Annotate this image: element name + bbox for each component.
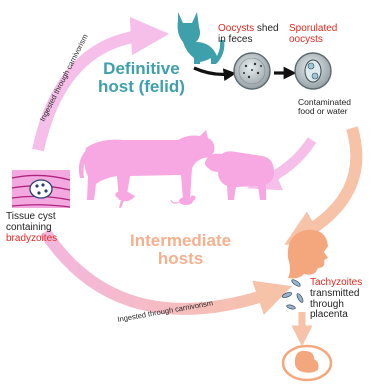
sporulated-line2: oocysts bbox=[289, 35, 337, 46]
contaminated-food-label: Contaminated food or water bbox=[298, 98, 351, 116]
intermediate-hosts-line2: hosts bbox=[130, 250, 231, 268]
tissue-cyst-line2: containing bbox=[6, 223, 57, 234]
bird-icon bbox=[115, 190, 135, 208]
oocysts-shed-text: shed bbox=[254, 23, 278, 34]
oocysts-shed-line2: in feces bbox=[218, 35, 279, 46]
intermediate-hosts-label: Intermediate hosts bbox=[130, 232, 231, 269]
tachyzoites-label: Tachyzoites transmitted through placenta bbox=[310, 278, 362, 321]
carnivorism-label-top: Ingested through carnivorism bbox=[38, 33, 90, 123]
definitive-host-line1: Definitive bbox=[98, 60, 185, 78]
cow-icon bbox=[79, 130, 215, 200]
bradyzoites-term: bradyzoites bbox=[6, 234, 57, 245]
definitive-host-label: Definitive host (felid) bbox=[98, 60, 185, 97]
human-head-icon bbox=[288, 230, 328, 279]
sporulated-oocyst-icon bbox=[295, 53, 331, 89]
contaminated-line2: food or water bbox=[298, 107, 351, 116]
oocyst-dish-icon bbox=[234, 53, 270, 89]
oocysts-shed-label: Oocysts shed in feces bbox=[218, 24, 279, 46]
sporulated-oocysts-label: Sporulated oocysts bbox=[289, 24, 337, 46]
tissue-cyst-icon bbox=[12, 170, 70, 208]
tachyzoites-line2: transmitted bbox=[310, 289, 362, 300]
fetus-icon bbox=[283, 346, 331, 380]
tissue-cyst-label: Tissue cyst containing bradyzoites bbox=[6, 212, 57, 244]
svg-text:Ingested through carnivorism: Ingested through carnivorism bbox=[38, 33, 90, 123]
intermediate-hosts-line1: Intermediate bbox=[130, 232, 231, 250]
shed-arrow bbox=[194, 68, 230, 74]
sheep-icon bbox=[205, 151, 274, 200]
tachyzoites-line4: placenta bbox=[310, 310, 362, 321]
oocysts-term: Oocysts bbox=[218, 23, 254, 34]
definitive-host-line2: host (felid) bbox=[98, 78, 185, 96]
tachyzoites-icon bbox=[282, 278, 305, 309]
